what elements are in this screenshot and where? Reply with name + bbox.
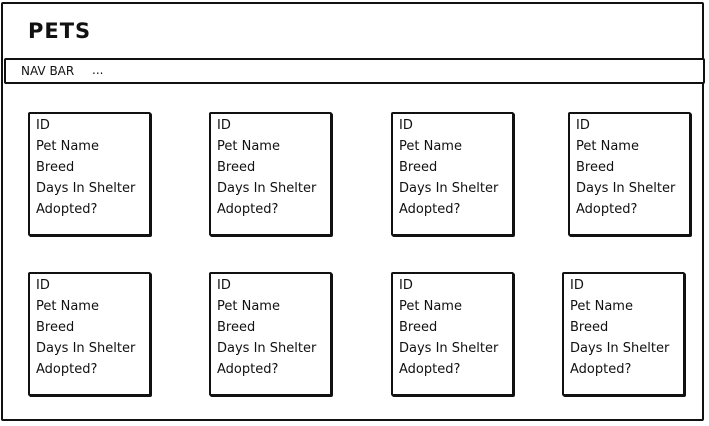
pet-id-label: ID (36, 118, 50, 133)
pet-adopted-label: Adopted? (217, 362, 279, 377)
page-title: PETS (28, 19, 92, 43)
pet-breed-label: Breed (576, 160, 615, 175)
pet-id-label: ID (399, 278, 413, 293)
pet-breed-label: Breed (217, 320, 256, 335)
pet-days-in-shelter-label: Days In Shelter (570, 341, 670, 356)
pet-name-label: Pet Name (217, 139, 280, 154)
pet-card[interactable]: ID Pet Name Breed Days In Shelter Adopte… (568, 112, 691, 236)
pet-adopted-label: Adopted? (576, 202, 638, 217)
pet-breed-label: Breed (217, 160, 256, 175)
pet-adopted-label: Adopted? (399, 202, 461, 217)
pet-adopted-label: Adopted? (36, 362, 98, 377)
pet-name-label: Pet Name (36, 139, 99, 154)
pet-id-label: ID (217, 118, 231, 133)
pet-name-label: Pet Name (576, 139, 639, 154)
pet-adopted-label: Adopted? (570, 362, 632, 377)
pet-days-in-shelter-label: Days In Shelter (399, 341, 499, 356)
pet-days-in-shelter-label: Days In Shelter (36, 341, 136, 356)
pet-adopted-label: Adopted? (399, 362, 461, 377)
pet-breed-label: Breed (399, 160, 438, 175)
pet-card[interactable]: ID Pet Name Breed Days In Shelter Adopte… (209, 112, 332, 236)
pet-breed-label: Breed (36, 160, 75, 175)
pet-days-in-shelter-label: Days In Shelter (576, 181, 676, 196)
pet-card[interactable]: ID Pet Name Breed Days In Shelter Adopte… (391, 272, 514, 396)
pet-days-in-shelter-label: Days In Shelter (217, 181, 317, 196)
nav-more-menu[interactable]: ... (92, 63, 104, 77)
pet-id-label: ID (570, 278, 584, 293)
pet-name-label: Pet Name (217, 299, 280, 314)
pet-name-label: Pet Name (36, 299, 99, 314)
pet-name-label: Pet Name (399, 139, 462, 154)
pet-breed-label: Breed (36, 320, 75, 335)
pet-name-label: Pet Name (570, 299, 633, 314)
pet-card[interactable]: ID Pet Name Breed Days In Shelter Adopte… (562, 272, 685, 396)
pet-days-in-shelter-label: Days In Shelter (217, 341, 317, 356)
pet-id-label: ID (576, 118, 590, 133)
pet-card[interactable]: ID Pet Name Breed Days In Shelter Adopte… (28, 272, 151, 396)
pet-days-in-shelter-label: Days In Shelter (399, 181, 499, 196)
pet-id-label: ID (217, 278, 231, 293)
pet-breed-label: Breed (399, 320, 438, 335)
pet-card[interactable]: ID Pet Name Breed Days In Shelter Adopte… (28, 112, 151, 236)
pet-card[interactable]: ID Pet Name Breed Days In Shelter Adopte… (391, 112, 514, 236)
pet-id-label: ID (36, 278, 50, 293)
pet-adopted-label: Adopted? (217, 202, 279, 217)
pet-name-label: Pet Name (399, 299, 462, 314)
pet-adopted-label: Adopted? (36, 202, 98, 217)
pet-days-in-shelter-label: Days In Shelter (36, 181, 136, 196)
nav-bar-label: NAV BAR (21, 64, 75, 78)
pet-card[interactable]: ID Pet Name Breed Days In Shelter Adopte… (209, 272, 332, 396)
pet-breed-label: Breed (570, 320, 609, 335)
pet-id-label: ID (399, 118, 413, 133)
nav-bar[interactable]: NAV BAR ... (4, 58, 705, 84)
